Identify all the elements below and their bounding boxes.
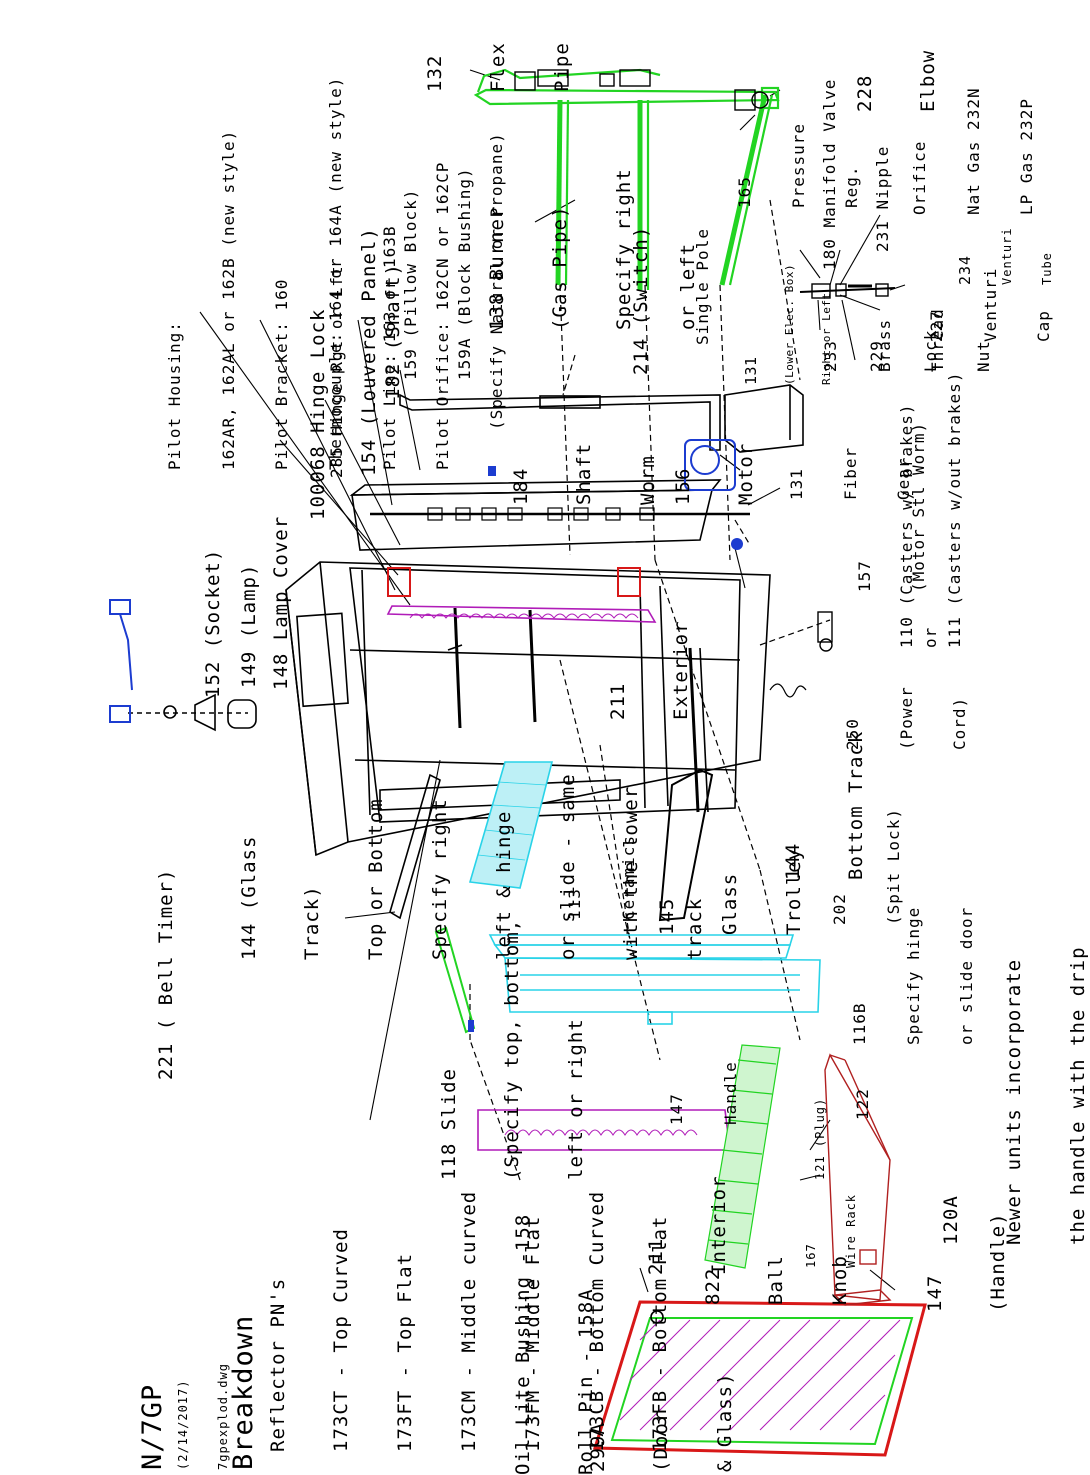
- label-handle-147: 147 Handle: [666, 1061, 740, 1125]
- label-116b: 116B Specify hinge or slide door: [849, 906, 977, 1045]
- label-power-cord: 250 (Power Cord): [842, 686, 970, 750]
- flex-pipe-assembly: [514, 69, 769, 111]
- solid-leaders: [199, 69, 906, 1293]
- wire-rack: [704, 1044, 781, 1269]
- label-flex-pipe: 132 Flex Pipe: [423, 42, 574, 92]
- hinge-locks: [387, 567, 641, 597]
- caster: [817, 611, 833, 652]
- label-exterior: 211 Exterior: [606, 620, 693, 720]
- socket-assembly: [109, 599, 133, 723]
- label-orifice: Orifice Nat Gas 232N LP Gas 232P: [909, 87, 1037, 215]
- motor: [684, 439, 736, 491]
- label-bottom-track: 144 Bottom Track: [781, 730, 868, 880]
- power-cord: [769, 683, 807, 698]
- date: (2/14/2017): [175, 1379, 190, 1470]
- label-wire-rack: 167 Wire Rack: [803, 1193, 859, 1268]
- venturi-assembly: [799, 283, 896, 299]
- drip-pan: [824, 1053, 892, 1306]
- label-fiber-gear: 131 Fiber Gear: [786, 446, 914, 500]
- label-122: 122: [852, 1088, 872, 1120]
- label-bell-timer: 221 ( Bell Timer): [154, 868, 177, 1080]
- label-switch: 214 (Switch) Single Pole: [629, 225, 713, 375]
- label-lamp-cover: 148 Lamp Cover: [269, 515, 292, 690]
- label-door-glass: 299A (Door & Glass): [586, 1372, 737, 1472]
- label-brass-thread: 233 Brass Thread: [820, 308, 948, 372]
- door-glass: [592, 1300, 927, 1457]
- lamp-assembly: [163, 693, 257, 732]
- label-ceramics: 113 Ceramics: [564, 834, 638, 920]
- ceramics-and-panels: [468, 761, 821, 1025]
- small-blue-parts: [468, 466, 743, 1032]
- gas-burners: [434, 68, 780, 1034]
- label-interior: 211 Interior: [644, 1175, 731, 1275]
